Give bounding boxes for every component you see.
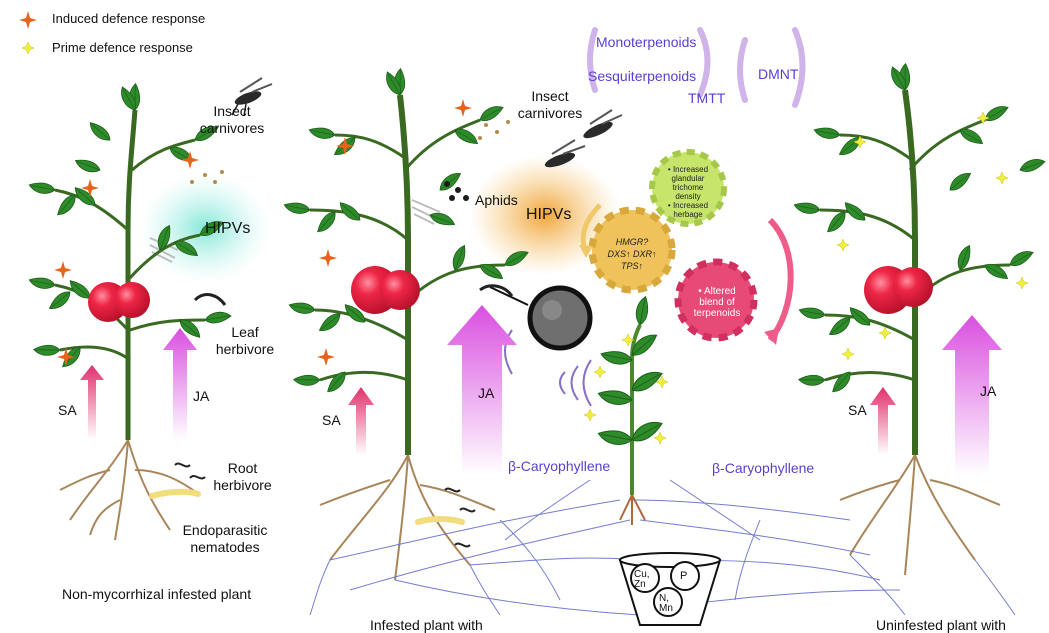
- dmnt-label: DMNT: [758, 66, 798, 82]
- sa-label-mid: SA: [322, 412, 341, 428]
- legend-induced-label: Induced defence response: [52, 11, 205, 26]
- hipvs-mid-label: HIPVs: [526, 206, 571, 224]
- induced-star-icon: [19, 11, 37, 29]
- sa-label-right: SA: [848, 402, 867, 418]
- induced-star-icon: [454, 99, 472, 117]
- prime-star-icon: [842, 348, 854, 360]
- plant-right: [793, 63, 1046, 455]
- prime-star-icon: [584, 409, 596, 421]
- tomato: [380, 270, 420, 310]
- aphids-label: Aphids: [475, 192, 518, 208]
- tomato: [893, 267, 933, 307]
- root-herbivore-icon: [152, 492, 198, 496]
- ja-arrow: [163, 328, 197, 440]
- nutrient-p-label: P: [680, 570, 687, 582]
- prime-star-icon: [594, 366, 606, 378]
- aphid-icon: [444, 181, 469, 201]
- sa-arrow: [80, 365, 104, 440]
- sa-arrow: [870, 387, 896, 455]
- nutrient-n-label: N,Mn: [659, 594, 673, 614]
- prime-star-icon: [837, 239, 849, 251]
- hipvs-left-label: HIPVs: [205, 220, 250, 238]
- induced-star-icon: [54, 261, 72, 279]
- tmtt-label: TMTT: [688, 90, 725, 106]
- caryophyllene-left-label: β-Caryophyllene: [508, 458, 610, 474]
- prime-star-icon: [22, 42, 34, 54]
- prime-star-icon: [996, 172, 1008, 184]
- ja-label-left: JA: [193, 388, 209, 404]
- feedback-arrow-head: [764, 328, 779, 345]
- sesquiterpenoids-label: Sesquiterpenoids: [588, 68, 696, 84]
- caption-right: Uninfested plant with: [876, 617, 1006, 633]
- monoterpenoids-label: Monoterpenoids: [596, 34, 696, 50]
- prime-star-icon: [1016, 277, 1028, 289]
- root-herbivore-icon: [418, 519, 462, 522]
- caption-middle: Infested plant with: [370, 617, 483, 633]
- induced-star-icon: [317, 348, 335, 366]
- ja-label-mid: JA: [478, 385, 494, 401]
- caption-left: Non-mycorrhizal infested plant: [62, 586, 251, 602]
- feedback-arrow: [770, 220, 791, 340]
- sa-arrow: [348, 387, 374, 455]
- nutrient-cu-label: Cu,Zn: [634, 570, 650, 590]
- caryophyllene-right-label: β-Caryophyllene: [712, 460, 814, 476]
- legend-prime-label: Prime defence response: [52, 40, 193, 55]
- tomato: [114, 282, 150, 318]
- induced-star-icon: [319, 249, 337, 267]
- ja-label-right: JA: [980, 383, 996, 399]
- sa-label-left: SA: [58, 402, 77, 418]
- prime-star-icon: [654, 432, 666, 444]
- gear-orange-text: HMGR?DXS↑ DXR↑TPS↑: [600, 236, 664, 272]
- seedling: [584, 295, 668, 525]
